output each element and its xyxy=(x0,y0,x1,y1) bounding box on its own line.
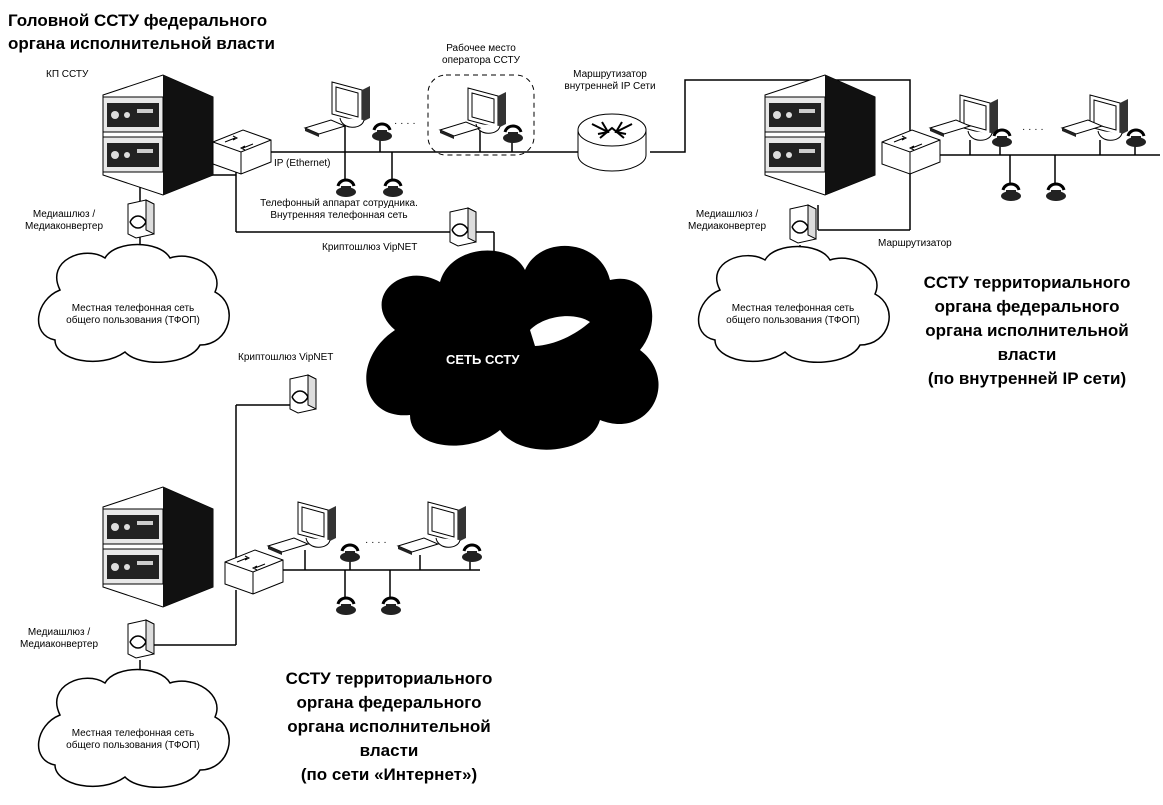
crypto-gateway-label-2: Криптошлюз VipNET xyxy=(238,352,334,363)
pstn-label-2: общего пользования (ТФОП) xyxy=(726,315,860,326)
territorial-ip-title-3: органа исполнительной xyxy=(925,321,1129,340)
phone-icon xyxy=(990,128,1014,149)
ellipsis: · · · · xyxy=(394,118,416,129)
pstn-cloud-head xyxy=(38,243,230,363)
media-gateway-label-1: Медиашлюз / xyxy=(27,627,91,638)
network-sstu-label: СЕТЬ ССТУ xyxy=(446,352,520,367)
phone-icon xyxy=(370,122,394,143)
pstn-label-1: Местная телефонная сеть xyxy=(71,303,195,314)
operator-workplace-boundary xyxy=(427,74,535,156)
phone-icon xyxy=(501,124,525,145)
employee-phone-label-2: Внутренняя телефонная сеть xyxy=(270,210,408,221)
ellipsis: · · · · xyxy=(365,537,387,548)
keyboard-icon xyxy=(397,537,439,556)
head-title-line-2: органа исполнительной власти xyxy=(8,34,275,53)
media-gateway-icon-head xyxy=(127,199,155,239)
territorial-internet-title-3: органа исполнительной xyxy=(287,717,491,736)
territorial-internet-title-4: власти xyxy=(359,741,419,760)
crypto-gateway-label: Криптошлюз VipNET xyxy=(322,242,418,253)
switch-icon-head xyxy=(212,129,272,175)
territorial-internet-title-2: органа федерального xyxy=(296,693,482,712)
switch-icon-internet xyxy=(224,549,284,595)
media-gateway-icon-territorial-ip xyxy=(789,204,817,244)
territorial-ip-title-1: ССТУ территориального xyxy=(923,273,1131,292)
monitor-icon xyxy=(959,94,999,141)
router-internal-label-2: внутренней IP Сети xyxy=(564,81,656,92)
monitor-icon xyxy=(297,501,337,548)
pstn-label-2: общего пользования (ТФОП) xyxy=(66,740,200,751)
crypto-gateway-icon-internet xyxy=(289,374,317,414)
media-gateway-label-2: Медиаконвертер xyxy=(687,221,767,232)
media-gateway-label-1: Медиашлюз / xyxy=(695,209,759,220)
pstn-cloud-territorial-ip xyxy=(698,245,890,363)
keyboard-icon xyxy=(267,537,309,556)
phone-icon xyxy=(334,596,358,617)
phone-icon xyxy=(1124,128,1148,149)
pstn-label-2: общего пользования (ТФОП) xyxy=(66,315,200,326)
operator-workplace-label-1: Рабочее место xyxy=(446,43,516,54)
media-gateway-label-2: Медиаконвертер xyxy=(24,221,104,232)
router-icon xyxy=(577,113,647,172)
router-internal-label-1: Маршрутизатор xyxy=(573,69,647,80)
territorial-internet-title-5: (по сети «Интернет») xyxy=(300,765,478,784)
pstn-label-1: Местная телефонная сеть xyxy=(731,303,855,314)
monitor-icon xyxy=(1089,94,1129,141)
network-sstu-cloud xyxy=(366,245,659,450)
employee-phone-label-1: Телефонный аппарат сотрудника. xyxy=(260,198,418,209)
media-gateway-label-2: Медиаконвертер xyxy=(19,639,99,650)
switch-icon-territorial-ip xyxy=(881,129,941,175)
phone-icon xyxy=(999,182,1023,203)
server-rack-icon-internet xyxy=(102,486,214,608)
ellipsis: · · · · xyxy=(1022,124,1044,135)
kp-sstu-label: КП ССТУ xyxy=(46,69,89,80)
phone-icon xyxy=(338,543,362,564)
media-gateway-icon-internet xyxy=(127,619,155,659)
phone-icon xyxy=(381,178,405,199)
phone-icon xyxy=(1044,182,1068,203)
pstn-label-1: Местная телефонная сеть xyxy=(71,728,195,739)
router-label: Маршрутизатор xyxy=(878,238,952,249)
phone-icon xyxy=(460,543,484,564)
server-rack-icon-head xyxy=(102,74,214,196)
operator-workplace-label-2: оператора ССТУ xyxy=(442,55,520,66)
head-title-line-1: Головной ССТУ федерального xyxy=(8,11,268,30)
territorial-internet-title-1: ССТУ территориального xyxy=(285,669,493,688)
pstn-cloud-internet xyxy=(38,668,230,788)
territorial-ip-title-5: (по внутренней IP сети) xyxy=(927,369,1127,388)
crypto-gateway-icon-head xyxy=(449,207,477,247)
phone-icon xyxy=(334,178,358,199)
server-rack-icon-territorial-ip xyxy=(764,74,876,196)
keyboard-icon xyxy=(304,119,346,138)
media-gateway-label-1: Медиашлюз / xyxy=(32,209,96,220)
monitor-icon xyxy=(427,501,467,548)
keyboard-icon xyxy=(439,121,481,140)
ip-ethernet-label: IP (Ethernet) xyxy=(274,158,331,169)
monitor-icon xyxy=(331,81,371,128)
territorial-ip-title-2: органа федерального xyxy=(934,297,1120,316)
territorial-ip-title-4: власти xyxy=(997,345,1057,364)
phone-icon xyxy=(379,596,403,617)
